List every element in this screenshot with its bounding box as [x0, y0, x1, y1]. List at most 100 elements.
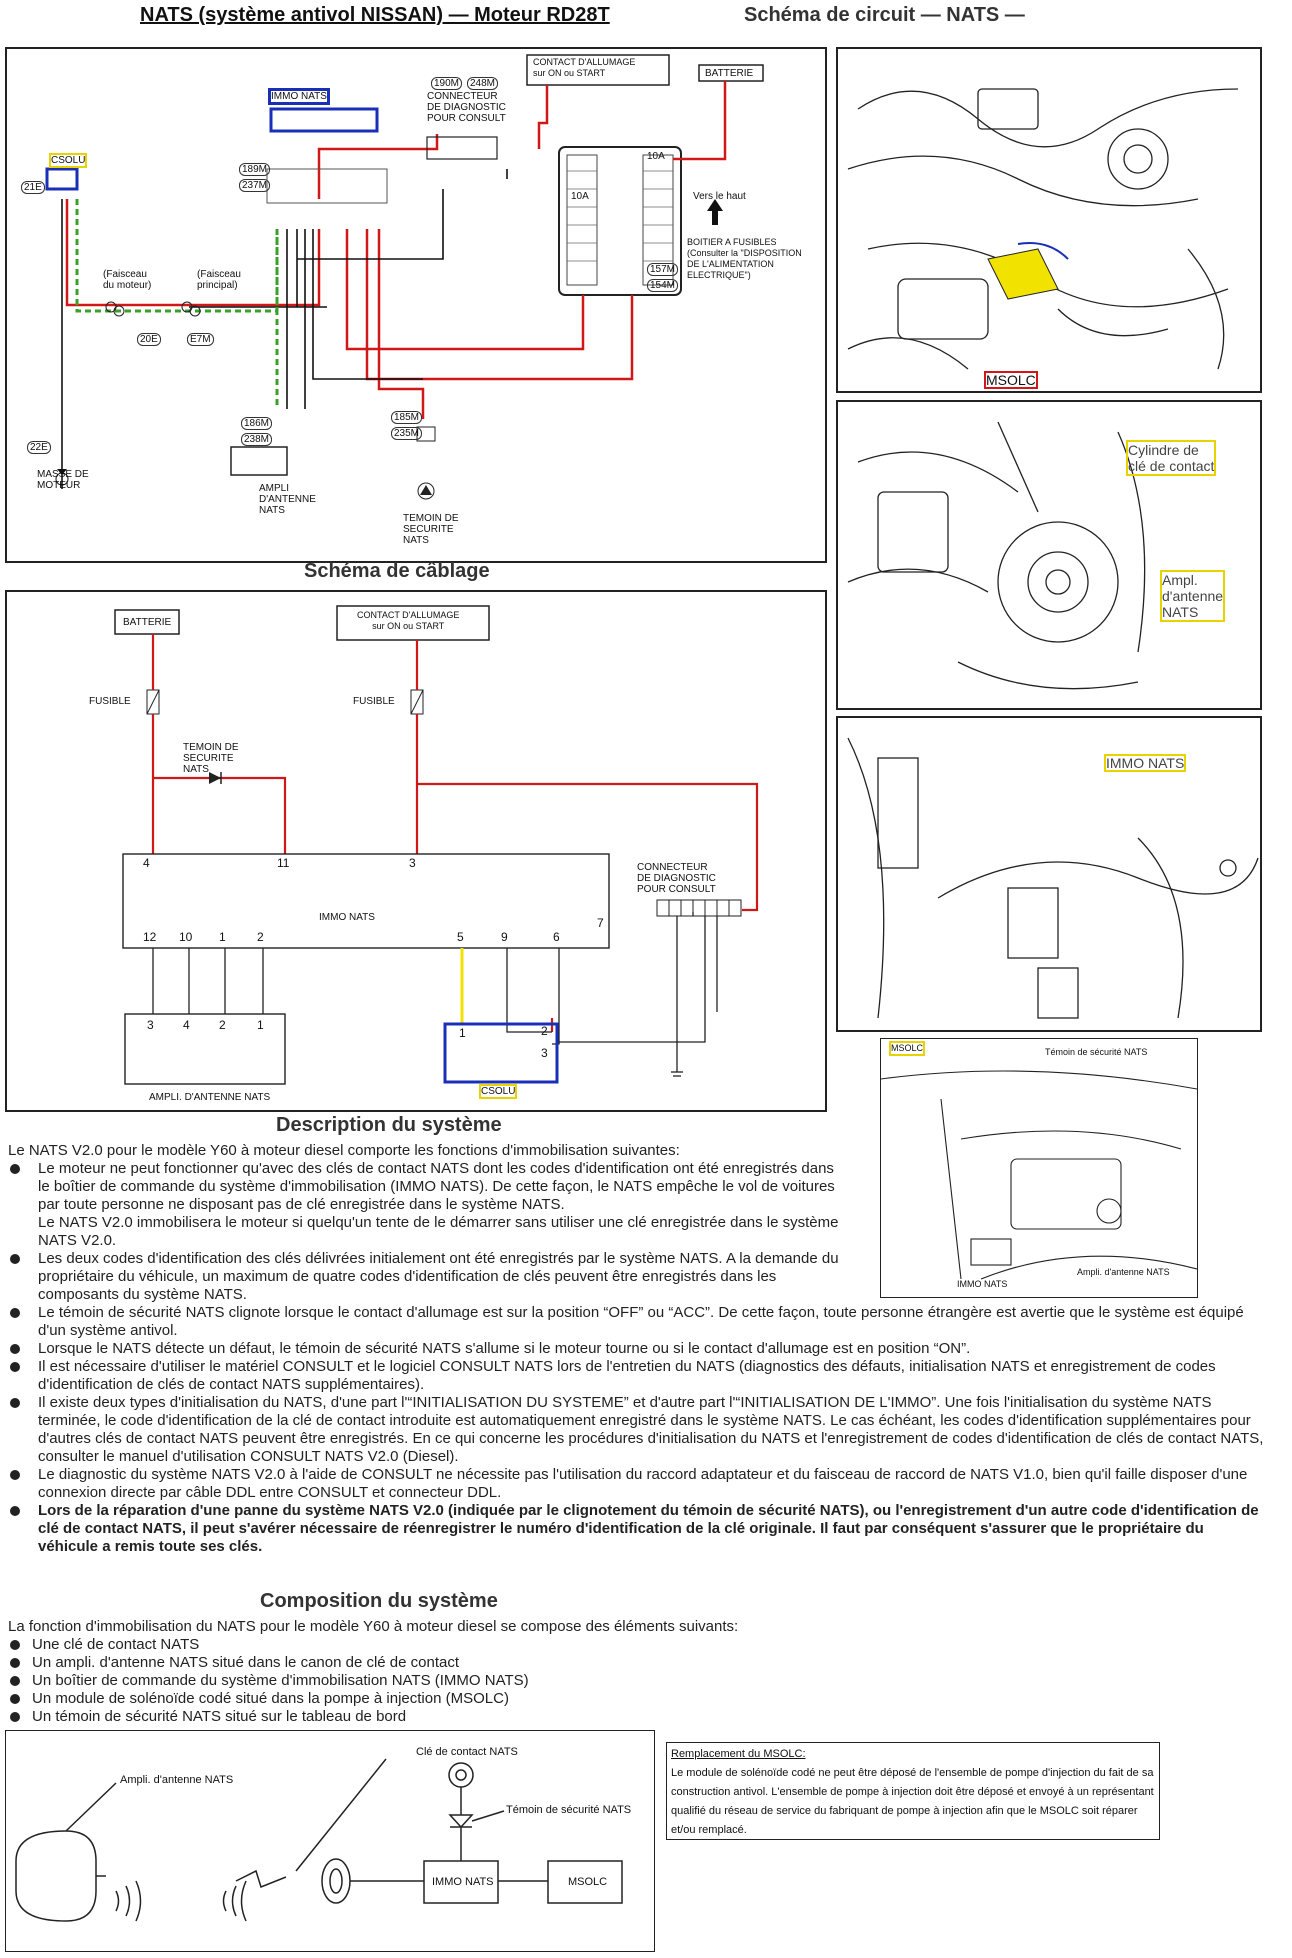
immo-location-view: IMMO NATS: [836, 716, 1262, 1032]
ref-tag: 154M: [647, 279, 679, 292]
faisceau-moteur-label: (Faisceau du moteur): [103, 269, 152, 291]
diag-connector-label: CONNECTEUR DE DIAGNOSTIC POUR CONSULT: [427, 91, 506, 124]
ampli-label: AMPLI D'ANTENNE NATS: [259, 483, 316, 516]
ref-tag: 189M: [239, 163, 271, 176]
ref-tag: 22E: [27, 441, 51, 454]
cablage-title: Schéma de câblage: [304, 560, 490, 582]
ref-tag: 20E: [137, 333, 161, 346]
composition-intro: La fonction d'immobilisation du NATS pou…: [8, 1618, 739, 1635]
pin-label: 10: [179, 930, 193, 944]
ref-tag: 186M: [241, 417, 273, 430]
block-cle-label: Clé de contact NATS: [416, 1746, 518, 1758]
circuit-diagram: CONTACT D'ALLUMAGE sur ON ou START BATTE…: [5, 47, 827, 563]
ref-tag: 190M: [431, 77, 463, 90]
page-subtitle: Schéma de circuit — NATS —: [744, 4, 1025, 26]
pin-label: 3: [541, 1046, 548, 1060]
composition-item: Un module de solénoïde codé situé dans l…: [8, 1690, 1264, 1708]
key-cylinder-drawing: [847, 421, 1146, 690]
pin-label: 4: [183, 1018, 190, 1032]
composition-item: Une clé de contact NATS: [8, 1636, 1264, 1654]
dash-msolc-label: MSOLC: [888, 1041, 926, 1056]
description-item: Le moteur ne peut fonctionner qu'avec de…: [8, 1160, 844, 1250]
composition-title: Composition du système: [260, 1590, 498, 1612]
batterie-label: BATTERIE: [705, 68, 754, 79]
msolc-photo-label: MSOLC: [984, 371, 1038, 389]
wiring-contact-label: CONTACT D'ALLUMAGE sur ON ou START: [357, 610, 460, 631]
dashboard-view: MSOLC Témoin de sécurité NATS IMMO NATS …: [880, 1038, 1198, 1298]
engine-msolc-view: MSOLC: [836, 47, 1262, 393]
description-list: Le moteur ne peut fonctionner qu'avec de…: [8, 1160, 1264, 1556]
wiring-diagram: BATTERIE CONTACT D'ALLUMAGE sur ON ou ST…: [5, 590, 827, 1112]
fuse-a-label: 10A: [571, 191, 589, 202]
composition-list: Une clé de contact NATS Un ampli. d'ante…: [8, 1636, 1264, 1726]
ref-tag: 185M: [391, 411, 423, 424]
block-diagram: Ampli. d'antenne NATS Clé de contact NAT…: [5, 1730, 655, 1952]
masse-label: MASSE DE MOTEUR: [37, 469, 89, 491]
replacement-title: Remplacement du MSOLC:: [671, 1748, 806, 1760]
csolu-label: CSOLU: [48, 153, 88, 168]
description-item: Il est nécessaire d'utiliser le matériel…: [8, 1358, 1264, 1394]
pin-label: 2: [257, 930, 264, 944]
description-item-important: Lors de la réparation d'une panne du sys…: [8, 1502, 1264, 1556]
composition-section: La fonction d'immobilisation du NATS pou…: [8, 1618, 1264, 1726]
pin-label: 2: [219, 1018, 226, 1032]
pin-label: 5: [457, 930, 464, 944]
fusible-2-label: FUSIBLE: [353, 696, 395, 707]
block-msolc-label: MSOLC: [568, 1876, 608, 1888]
block-ampli-label: Ampli. d'antenne NATS: [120, 1774, 234, 1786]
pin-label: 7: [597, 916, 604, 930]
cylindre-label: Cylindre de clé de contact: [1125, 440, 1217, 476]
block-immo-label: IMMO NATS: [432, 1876, 494, 1888]
description-item: Il existe deux types d'initialisation du…: [8, 1394, 1264, 1466]
circuit-wiring: [45, 54, 764, 500]
fuse-box-label: BOITIER A FUSIBLES (Consulter la "DISPOS…: [687, 237, 802, 280]
vers-haut-label: Vers le haut: [693, 191, 746, 202]
wiring-ampli-label: AMPLI. D'ANTENNE NATS: [149, 1092, 271, 1103]
pin-label: 1: [219, 930, 226, 944]
block-temoin-label: Témoin de sécurité NATS: [506, 1804, 632, 1816]
contact-label: CONTACT D'ALLUMAGE sur ON ou START: [533, 57, 636, 78]
replacement-text: Le module de solénoïde codé ne peut être…: [671, 1767, 1154, 1836]
ref-tag: 238M: [241, 433, 273, 446]
dash-immo-label: IMMO NATS: [957, 1279, 1008, 1289]
dash-temoin-label: Témoin de sécurité NATS: [1045, 1047, 1148, 1057]
pin-label: 1: [459, 1026, 466, 1040]
fuse-b-label: 10A: [647, 151, 665, 162]
fusible-1-label: FUSIBLE: [89, 696, 131, 707]
description-item: Le diagnostic du système NATS V2.0 à l'a…: [8, 1466, 1264, 1502]
pin-label: 12: [143, 930, 157, 944]
composition-item: Un ampli. d'antenne NATS situé dans le c…: [8, 1654, 1264, 1672]
pin-label: 1: [257, 1018, 264, 1032]
pin-label: 4: [143, 856, 150, 870]
replacement-note: Remplacement du MSOLC: Le module de solé…: [666, 1742, 1160, 1840]
ref-tag: E7M: [187, 333, 214, 346]
pin-label: 3: [147, 1018, 154, 1032]
temoin-label: TEMOIN DE SECURITE NATS: [403, 513, 459, 546]
ref-tag: 237M: [239, 179, 271, 192]
dashboard-drawing: [881, 1070, 1197, 1280]
wiring-immo-label: IMMO NATS: [319, 912, 375, 923]
ref-tag: 157M: [647, 263, 679, 276]
pin-label: 3: [409, 856, 416, 870]
description-section: Le NATS V2.0 pour le modèle Y60 à moteur…: [8, 1142, 1264, 1556]
page-title: NATS (système antivol NISSAN) — Moteur R…: [140, 4, 610, 26]
wiring-temoin-label: TEMOIN DE SECURITE NATS: [183, 742, 239, 775]
dash-ampli-label: Ampli. d'antenne NATS: [1077, 1267, 1170, 1277]
composition-item: Un boîtier de commande du système d'immo…: [8, 1672, 1264, 1690]
description-intro: Le NATS V2.0 pour le modèle Y60 à moteur…: [8, 1142, 680, 1159]
wiring-batterie-label: BATTERIE: [123, 617, 172, 628]
engine-drawing: [847, 88, 1239, 370]
faisceau-principal-label: (Faisceau principal): [197, 269, 241, 291]
pin-label: 6: [553, 930, 560, 944]
pin-label: 11: [277, 856, 290, 870]
ref-tag: 21E: [21, 181, 45, 194]
composition-item: Un témoin de sécurité NATS situé sur le …: [8, 1708, 1264, 1726]
wiring-lines: [114, 605, 759, 1085]
ref-tag: 248M: [467, 77, 499, 90]
description-title: Description du système: [276, 1114, 502, 1136]
pin-label: 2: [541, 1024, 548, 1038]
description-sub: Le NATS V2.0 immobilisera le moteur si q…: [38, 1214, 839, 1249]
block-diagram-drawing: [15, 1758, 623, 1922]
description-item: Lorsque le NATS détecte un défaut, le té…: [8, 1340, 1264, 1358]
description-item: Les deux codes d'identification des clés…: [8, 1250, 844, 1304]
